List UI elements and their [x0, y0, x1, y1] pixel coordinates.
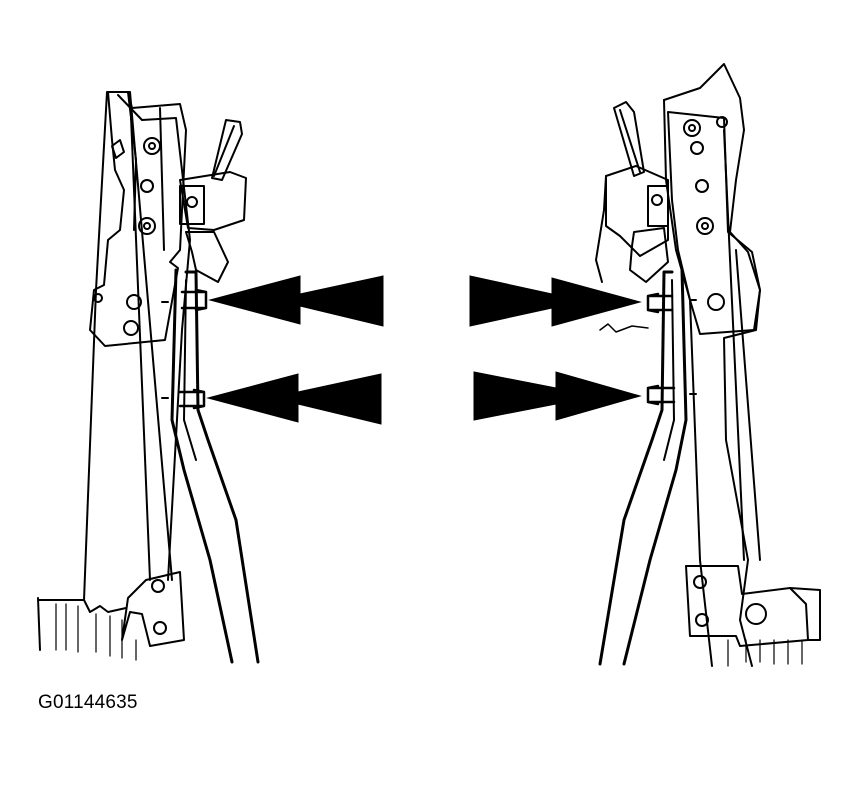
left-small-tab [111, 139, 125, 159]
right-bolt-1-inner [688, 124, 696, 132]
right-arm-inner [622, 268, 688, 666]
left-hole-2 [126, 294, 142, 310]
left-lever-base [179, 171, 247, 231]
right-stud-marks [689, 299, 697, 395]
left-floor-hatch [55, 603, 137, 661]
right-lever [613, 101, 645, 177]
right-floor-hatch [727, 639, 803, 667]
left-floor-edge [37, 597, 127, 651]
right-hole-2 [695, 179, 709, 193]
right-lever-base [605, 165, 669, 257]
left-latch [185, 231, 229, 283]
right-lower-hole-1 [693, 575, 707, 589]
left-stud-marks [161, 301, 169, 399]
right-bolt-2-inner [701, 222, 709, 230]
left-arm-inner [170, 268, 234, 664]
left-rail-inner [117, 94, 191, 581]
right-body-outline [663, 63, 761, 667]
right-lower-hole-2 [695, 613, 709, 627]
left-stud-lower [178, 388, 206, 410]
left-lower-bracket [121, 571, 185, 647]
left-hole-1 [140, 179, 154, 193]
right-floor-edge [789, 587, 821, 641]
right-bolt-1 [683, 119, 701, 137]
right-side-panel [595, 175, 607, 283]
arrow-left-lower [206, 373, 382, 425]
left-lever-hole [186, 196, 198, 208]
figure-code-label: G01144635 [38, 692, 138, 713]
right-stud-upper [646, 292, 674, 314]
left-bolt-2 [138, 217, 156, 235]
left-upper-bracket [89, 91, 187, 347]
right-latch [629, 227, 669, 283]
left-lower-hole-1 [151, 579, 165, 593]
left-arm-outer [184, 270, 260, 664]
right-seat-track-assembly [595, 63, 821, 667]
right-upper-bracket [667, 111, 761, 335]
left-bolt-1-inner [148, 142, 156, 150]
left-rail [83, 91, 173, 601]
arrow-right-lower [473, 371, 642, 421]
arrow-right-upper [469, 275, 642, 327]
left-hole-4 [93, 293, 103, 303]
left-bolt-2-inner [143, 222, 151, 230]
left-bolt-1 [143, 137, 161, 155]
right-hole-3 [707, 293, 725, 311]
right-lever-hole [651, 194, 663, 206]
left-lever [211, 119, 243, 181]
arrow-left-upper [208, 275, 384, 327]
left-lower-hole-2 [153, 621, 167, 635]
left-lever-plate [179, 185, 205, 225]
right-arrows [469, 275, 642, 421]
right-arm-outer [598, 270, 674, 666]
left-arrows [206, 275, 384, 425]
right-lower-bracket [685, 565, 809, 647]
right-lever-plate [647, 185, 669, 227]
left-hole-3 [123, 320, 139, 336]
left-bracket-fold [127, 91, 165, 251]
right-bolt-2 [696, 217, 714, 235]
right-rail-line [723, 129, 761, 561]
right-wire [599, 323, 649, 333]
left-arm-mid [183, 279, 197, 461]
right-stud-lower [646, 384, 676, 406]
right-hole-4 [716, 116, 728, 128]
left-stud-upper [180, 288, 208, 312]
right-hole-1 [690, 141, 704, 155]
left-seat-track-assembly [37, 91, 260, 664]
right-lower-hole-3 [745, 603, 767, 625]
right-arm-mid [663, 279, 675, 461]
